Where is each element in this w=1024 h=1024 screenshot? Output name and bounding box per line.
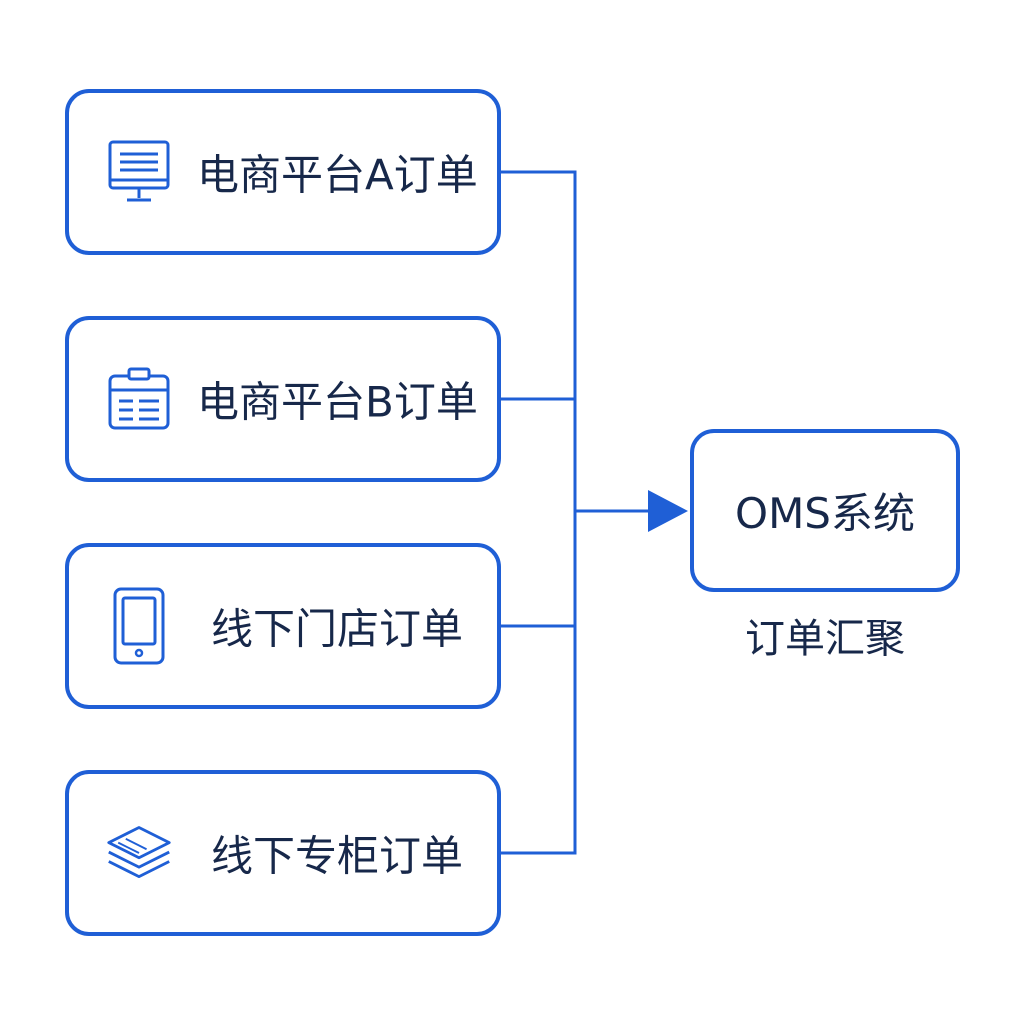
- oms-system-box: OMS系统: [690, 429, 960, 592]
- clipboard-list-icon: [105, 360, 173, 438]
- arrowhead: [648, 490, 688, 532]
- source-box-platform-b: 电商平台B订单: [65, 316, 501, 482]
- source-box-platform-a: 电商平台A订单: [65, 89, 501, 255]
- oms-caption: 订单汇聚: [745, 616, 905, 662]
- source-label: 线下专柜订单: [211, 831, 464, 881]
- layers-icon: [105, 814, 173, 892]
- oms-system-label: OMS系统: [735, 489, 915, 538]
- source-box-offline-store: 线下门店订单: [65, 543, 501, 709]
- tablet-icon: [105, 587, 173, 665]
- source-label: 电商平台A订单: [197, 150, 478, 200]
- source-label: 电商平台B订单: [197, 377, 478, 427]
- monitor-icon: [105, 133, 173, 211]
- source-box-offline-counter: 线下专柜订单: [65, 770, 501, 936]
- source-label: 线下门店订单: [211, 604, 464, 654]
